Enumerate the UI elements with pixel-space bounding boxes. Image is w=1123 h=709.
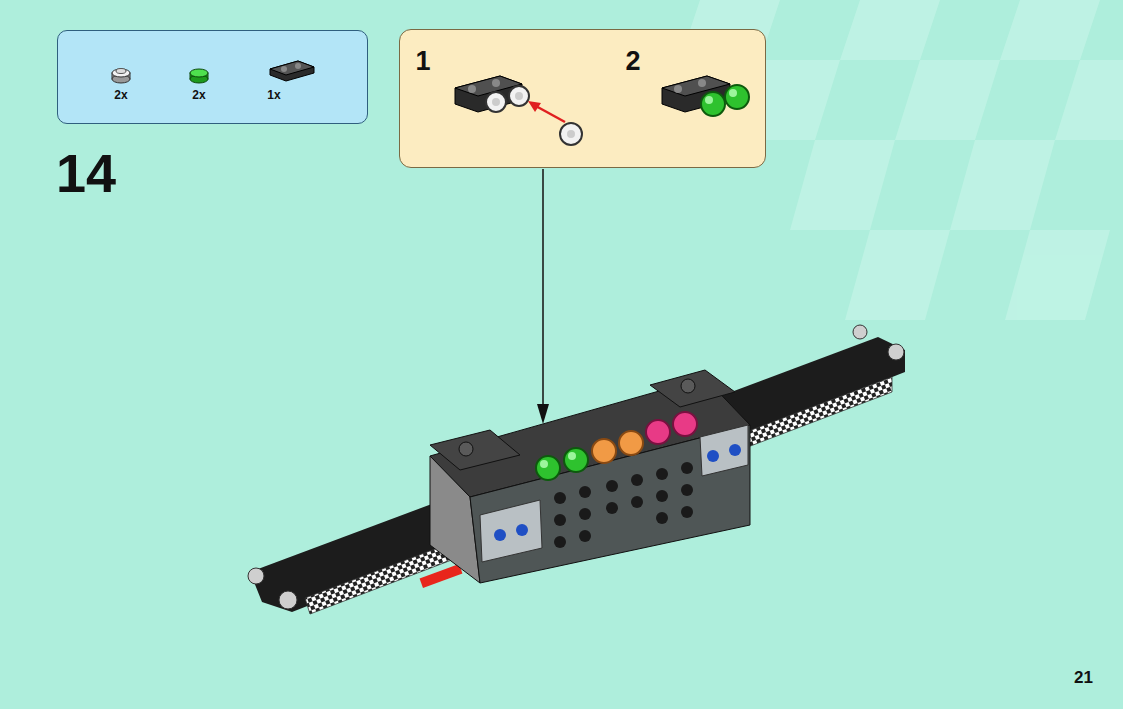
subassembly-callout: 12 xyxy=(399,29,766,168)
long-bar xyxy=(248,325,905,614)
part-count: 2x xyxy=(114,89,127,101)
parts-list-box: 2x 2x 1x xyxy=(57,30,368,124)
subassembly-icons xyxy=(400,30,767,169)
leader-line xyxy=(542,169,544,408)
light-block xyxy=(430,370,750,583)
step-number: 14 xyxy=(56,146,116,200)
parts-icons xyxy=(58,31,369,125)
part-count: 1x xyxy=(267,89,280,101)
leader-arrowhead xyxy=(537,404,549,424)
part-count: 2x xyxy=(192,89,205,101)
page-number: 21 xyxy=(1074,669,1093,686)
substep-number: 1 xyxy=(415,48,430,75)
substep-number: 2 xyxy=(625,48,640,75)
